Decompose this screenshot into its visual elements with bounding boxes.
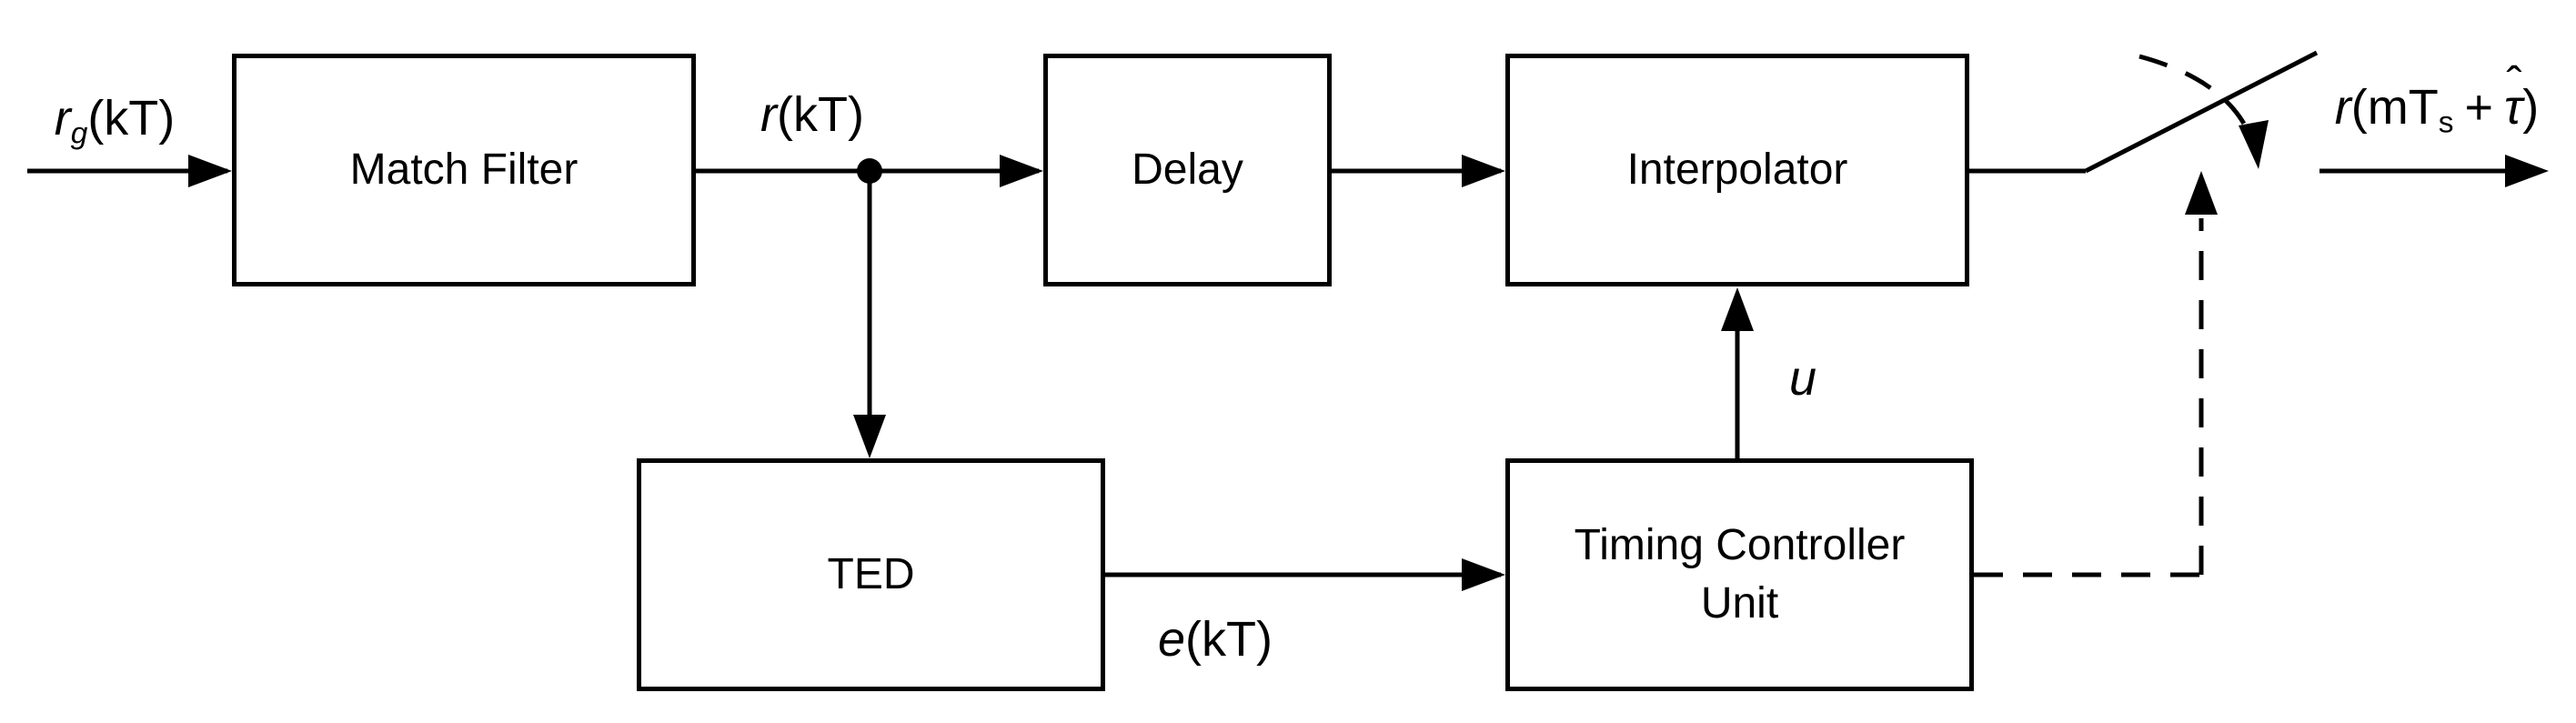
u-arrowhead-icon [1721,287,1754,331]
switch-arc-arrowhead-icon [2239,120,2269,169]
input-arrowhead-icon [188,155,232,187]
block-timing-controller-unit: Timing Controller Unit [1505,458,1974,691]
feedback-arrowhead-icon [2185,171,2218,215]
signal-label-control: u [1788,351,1817,406]
delay-label: Delay [1132,146,1243,194]
block-ted: TED [637,458,1105,691]
signal-label-error: e(kT) [1158,612,1273,667]
interpolator-arrowhead-icon [1462,155,1505,187]
tcu-label-line2: Unit [1700,579,1779,628]
block-match-filter: Match Filter [232,54,696,286]
tau-hat-accent: ˆ [2506,57,2522,110]
block-delay: Delay [1043,54,1332,286]
tcu-label-line1: Timing Controller [1574,521,1906,569]
signal-label-input: rg(kT) [54,91,176,151]
signal-label-filtered: r(kT) [760,87,864,142]
ted-label: TED [827,550,915,598]
switch-lever [2084,50,2319,174]
switch-rotation-arc [2138,54,2253,137]
block-interpolator: Interpolator [1505,54,1969,286]
tcu-arrowhead-icon [1462,558,1505,591]
interpolator-label: Interpolator [1626,146,1848,194]
output-arrowhead-icon [2505,155,2549,187]
delay-arrowhead-icon [1000,155,1043,187]
ted-arrowhead-icon [853,415,886,458]
match-filter-label: Match Filter [349,146,579,194]
